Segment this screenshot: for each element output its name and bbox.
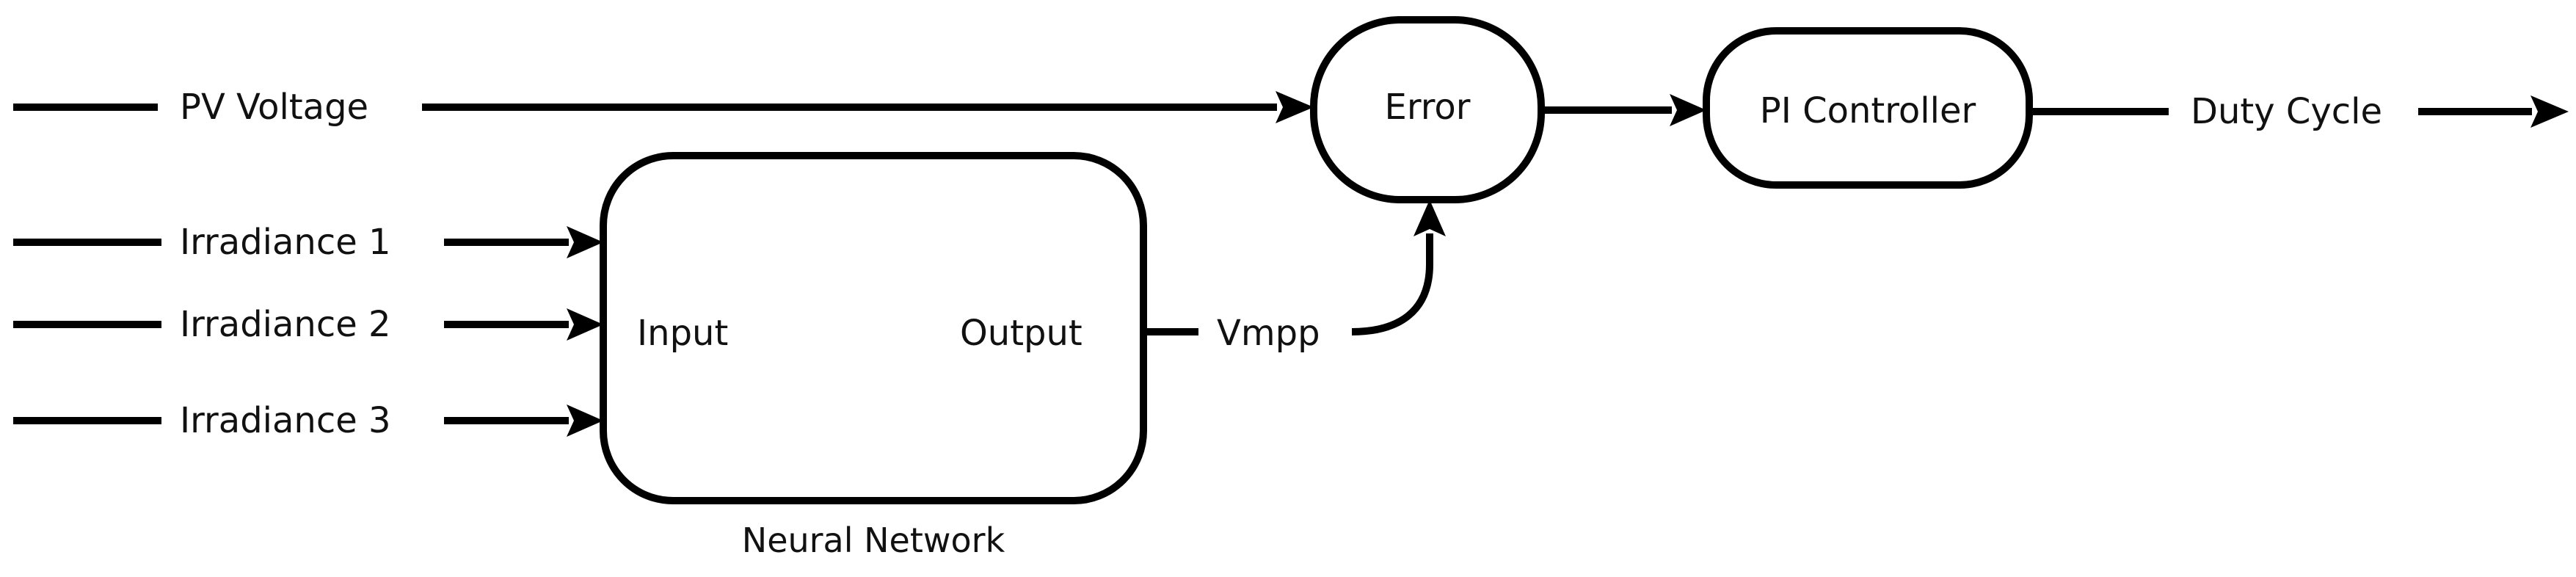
irradiance-1-label: Irradiance 1 xyxy=(180,222,391,263)
duty-cycle-arrow-head xyxy=(2530,95,2569,128)
irradiance-3-label: Irradiance 3 xyxy=(180,400,391,441)
irradiance-3-arrow-head xyxy=(567,404,603,437)
irradiance-2-label: Irradiance 2 xyxy=(180,304,391,345)
pv-voltage-label: PV Voltage xyxy=(180,87,368,128)
nn-input-label: Input xyxy=(637,313,728,354)
duty-cycle-label: Duty Cycle xyxy=(2191,91,2382,132)
error-label: Error xyxy=(1385,87,1471,128)
error-to-pi-arrow-head xyxy=(1670,94,1706,126)
pi-controller-label: PI Controller xyxy=(1760,90,1976,131)
irradiance-2-arrow-head xyxy=(567,308,603,341)
neural-network-caption: Neural Network xyxy=(742,520,1005,560)
irradiance-1-arrow-head xyxy=(567,226,603,258)
vmpp-arrow-head xyxy=(1413,200,1446,236)
vmpp-label: Vmpp xyxy=(1217,313,1320,354)
nn-output-label: Output xyxy=(960,313,1083,354)
pv-voltage-arrow-head xyxy=(1276,91,1314,123)
vmpp-curve xyxy=(1351,233,1433,335)
